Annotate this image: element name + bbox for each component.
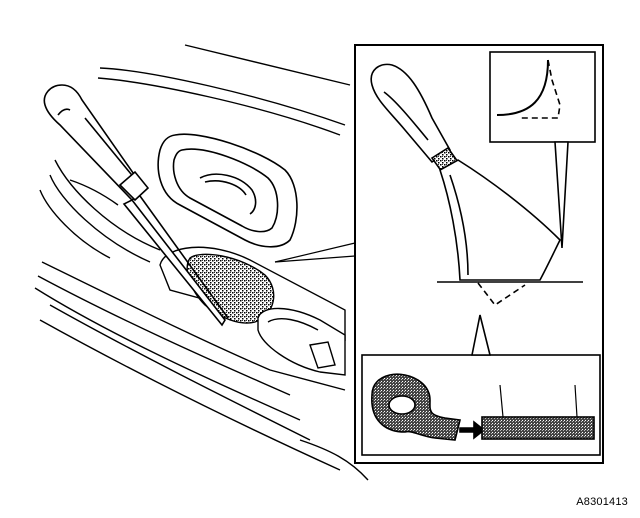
edge-detail-box (489, 51, 596, 249)
scraper-tool (370, 63, 561, 307)
callout-lines (274, 242, 356, 263)
detail-inset (354, 44, 604, 464)
switch-recess (159, 246, 346, 376)
door-panel (34, 44, 369, 481)
tape-detail-box (361, 314, 601, 456)
figure-id-label: A8301413 (576, 496, 628, 508)
door-handle (157, 133, 298, 248)
screwdriver (43, 84, 229, 327)
